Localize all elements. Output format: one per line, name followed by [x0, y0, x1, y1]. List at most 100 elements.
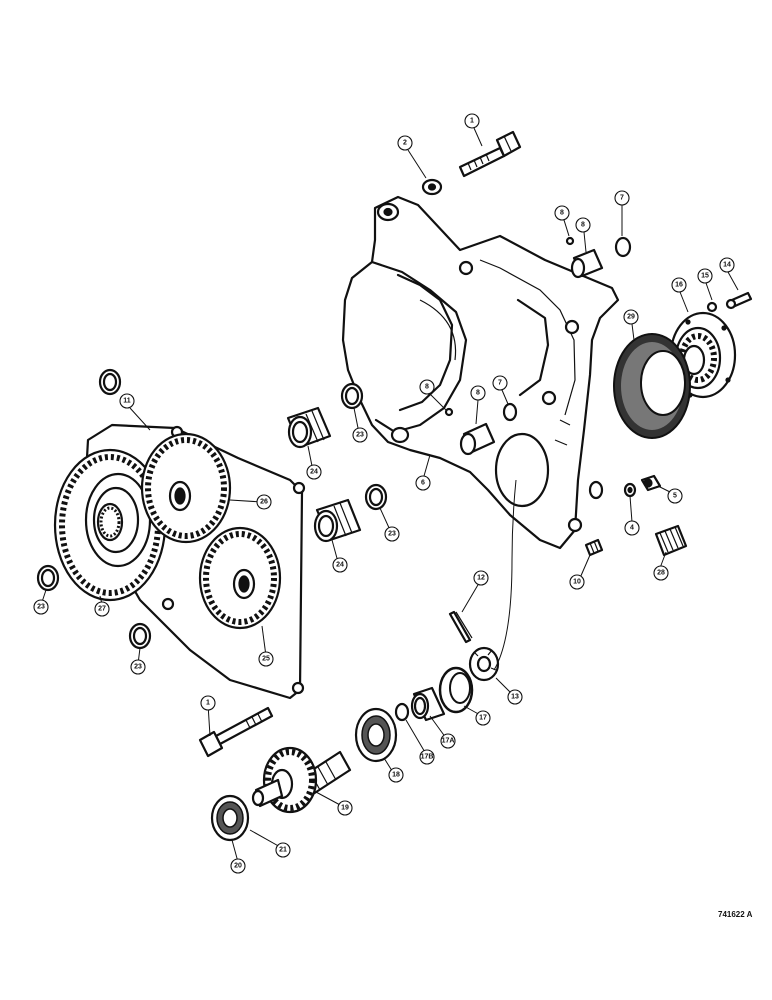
- callout-label: 19: [341, 805, 349, 812]
- callout-23-c: 23: [33, 599, 49, 615]
- callout-label: 1: [470, 118, 474, 125]
- snap-ring-17b: [394, 702, 410, 722]
- gear-housing: [341, 195, 620, 550]
- callout-24-a: 24: [306, 464, 322, 480]
- callout-17b: 17B: [419, 749, 435, 765]
- callout-label: 13: [511, 694, 519, 701]
- callout-label: 27: [98, 606, 106, 613]
- thrust-washer-right-upper: [340, 382, 364, 410]
- callout-23-b: 23: [384, 526, 400, 542]
- callout-label: 28: [657, 570, 665, 577]
- callout-23-d: 23: [130, 659, 146, 675]
- cap-screw-top: [458, 130, 522, 178]
- callout-label: 25: [262, 656, 270, 663]
- callout-leaders: [41, 127, 739, 863]
- callout-28: 28: [653, 565, 669, 581]
- callout-1-bottom: 1: [200, 695, 216, 711]
- callout-8-mid-large: 8: [470, 385, 486, 401]
- callout-label: 21: [279, 847, 287, 854]
- callout-label: 6: [421, 480, 425, 487]
- callout-label: 29: [627, 314, 635, 321]
- callout-label: 15: [701, 273, 709, 280]
- callout-label: 23: [134, 664, 142, 671]
- assembly-leader: [493, 479, 517, 671]
- callout-label: 2: [403, 140, 407, 147]
- callout-24-b: 24: [332, 557, 348, 573]
- callout-2-top: 2: [397, 135, 413, 151]
- callout-label: 14: [723, 262, 731, 269]
- callout-label: 10: [573, 579, 581, 586]
- callout-label: 18: [392, 772, 400, 779]
- callout-label: 8: [476, 390, 480, 397]
- callout-label: 5: [673, 493, 677, 500]
- thrust-washer-right-lower: [364, 483, 388, 511]
- ball-bearing-front: [210, 794, 250, 842]
- retainer-screw: [706, 291, 753, 313]
- callout-21: 21: [275, 842, 291, 858]
- thrust-washer-left-bottom: [128, 622, 152, 650]
- needle-bearing-upper: [286, 406, 332, 449]
- callout-label: 8: [581, 222, 585, 229]
- callout-label: 7: [620, 195, 624, 202]
- washer-top: [421, 178, 443, 196]
- callout-6: 6: [415, 475, 431, 491]
- bearing-cup-17: [438, 666, 474, 714]
- callout-8-pin-large: 8: [575, 217, 591, 233]
- callout-label: 7: [498, 380, 502, 387]
- callout-17a: 17A: [440, 733, 456, 749]
- cap-screw-bottom: [198, 706, 274, 758]
- lock-nut-13: [468, 646, 500, 682]
- callout-10: 10: [569, 574, 585, 590]
- callout-29: 29: [623, 309, 639, 325]
- callout-4: 4: [624, 520, 640, 536]
- callout-23-a: 23: [352, 427, 368, 443]
- callout-label: 8: [560, 210, 564, 217]
- callout-label: 4: [630, 525, 634, 532]
- thrust-washer-left-mid: [36, 564, 60, 592]
- callout-26: 26: [256, 494, 272, 510]
- callout-8-pin-small: 8: [554, 205, 570, 221]
- output-shaft-gear: [251, 746, 352, 814]
- callout-label: 24: [310, 469, 318, 476]
- callout-label: 20: [234, 863, 242, 870]
- callout-16: 16: [671, 277, 687, 293]
- callout-label: 1: [206, 700, 210, 707]
- callout-19: 19: [337, 800, 353, 816]
- dowel-pin-upper: [565, 236, 632, 279]
- callout-13: 13: [507, 689, 523, 705]
- callout-12: 12: [473, 570, 489, 586]
- callout-20: 20: [230, 858, 246, 874]
- ball-bearing-rear: [354, 707, 398, 763]
- cotter-pin-12: [448, 610, 473, 644]
- callout-label: 12: [477, 575, 485, 582]
- idler-gear-upper: [140, 432, 232, 544]
- thrust-washer-left-top: [98, 368, 122, 396]
- callout-label: 26: [260, 499, 268, 506]
- callout-label: 17A: [442, 738, 455, 745]
- gasket: [613, 333, 691, 439]
- callout-7-top: 7: [614, 190, 630, 206]
- idler-gear-lower: [198, 526, 282, 630]
- callout-label: 23: [356, 432, 364, 439]
- callout-label: 23: [388, 531, 396, 538]
- callout-5: 5: [667, 488, 683, 504]
- needle-bearing-lower: [313, 498, 362, 543]
- callout-label: 17B: [421, 754, 434, 761]
- callout-label: 17: [479, 715, 487, 722]
- dowel-pin-mid: [444, 402, 518, 456]
- drawing-number: 741622 A: [718, 910, 753, 919]
- spacer-17a: [410, 686, 446, 722]
- callout-label: 11: [123, 398, 131, 405]
- plug-washer: [623, 482, 637, 498]
- callout-7-mid: 7: [492, 375, 508, 391]
- callout-label: 16: [675, 282, 683, 289]
- callout-14: 14: [719, 257, 735, 273]
- callout-8-mid-small: 8: [419, 379, 435, 395]
- callout-18: 18: [388, 767, 404, 783]
- set-screw: [584, 538, 604, 557]
- spring-plug: [654, 524, 688, 557]
- callout-17: 17: [475, 710, 491, 726]
- callout-25: 25: [258, 651, 274, 667]
- callout-27: 27: [94, 601, 110, 617]
